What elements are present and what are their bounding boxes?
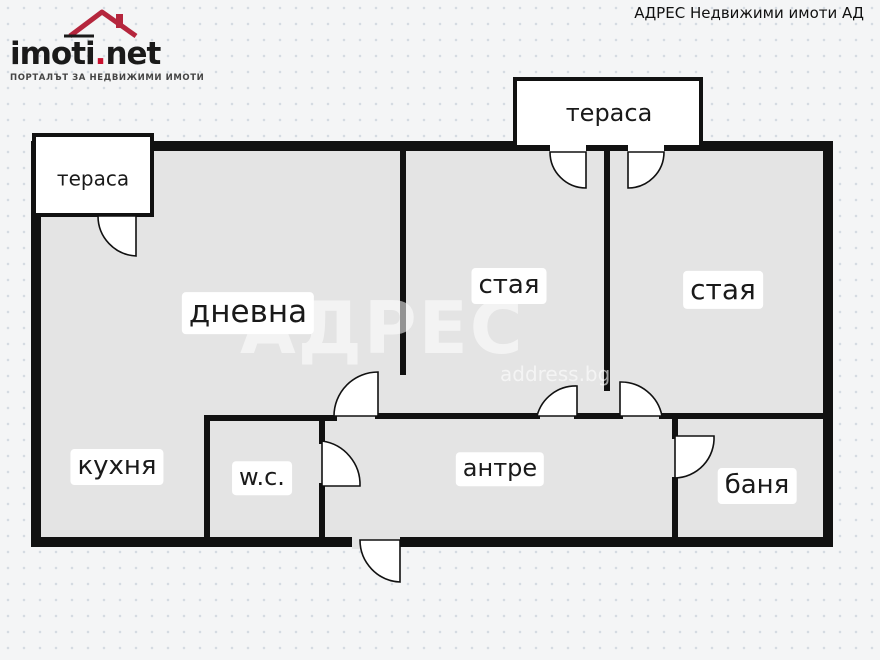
label-room-1: стая	[471, 268, 547, 304]
door-terrace-left	[97, 215, 137, 257]
label-terrace-top: тераса	[558, 97, 660, 131]
label-kitchen: кухня	[70, 449, 164, 485]
interior-walls	[204, 147, 827, 539]
agency-name: АДРЕС Недвижими имоти АД	[634, 4, 864, 22]
watermark-url: address.bg	[500, 362, 611, 386]
door-room1	[535, 385, 578, 417]
door-room2	[619, 381, 663, 417]
logo-wordmark: imoti.net	[10, 36, 161, 72]
imoti-logo[interactable]: imoti.net ПОРТАЛЪТ ЗА НЕДВИЖИМИ ИМОТИ	[8, 6, 204, 86]
label-terrace-left: тераса	[49, 164, 137, 194]
floor-areas	[36, 146, 828, 542]
label-hall: антре	[455, 452, 545, 486]
logo-tagline: ПОРТАЛЪТ ЗА НЕДВИЖИМИ ИМОТИ	[10, 73, 205, 83]
label-room-2: стая	[683, 270, 763, 310]
house-roof-icon	[64, 9, 138, 39]
door-wc	[321, 440, 361, 487]
label-living: дневна	[181, 292, 315, 334]
logo-brand: imoti	[10, 36, 96, 72]
label-wc: w.c.	[232, 461, 292, 495]
door-terrace-top-1	[549, 151, 587, 189]
outer-wall	[31, 141, 833, 547]
logo-dot: .	[94, 36, 107, 72]
door-living	[333, 371, 379, 417]
label-bath: баня	[717, 468, 797, 504]
apartment-floor	[36, 146, 828, 542]
logo-tld: net	[105, 36, 161, 72]
door-swings	[97, 151, 715, 583]
